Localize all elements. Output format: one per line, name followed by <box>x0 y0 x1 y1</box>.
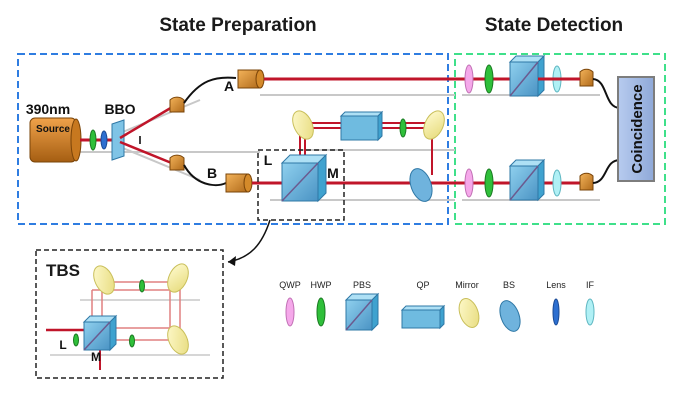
bs-icon <box>499 300 521 332</box>
detection-b-optics <box>464 158 594 202</box>
mirror-icon <box>458 298 480 328</box>
collimator-b <box>225 173 253 193</box>
source-wavelength: 390nm <box>26 101 70 117</box>
tbs-hwp <box>399 118 407 138</box>
legend-pbs-label: PBS <box>353 280 371 290</box>
qp-icon <box>400 304 446 330</box>
tbs-mirror-right <box>423 110 445 140</box>
pbs-icon <box>344 292 380 332</box>
pump-hwp <box>89 129 97 151</box>
coincidence-label: Coincidence <box>629 84 646 173</box>
path-a-label: A <box>224 78 234 94</box>
photon-beams <box>119 104 175 166</box>
tbs-inset-diagram <box>46 263 210 370</box>
tbs-marker-l: L <box>264 152 273 168</box>
tbs-marker-m: M <box>327 165 339 181</box>
hwp-icon <box>316 297 326 327</box>
if-icon <box>585 298 595 326</box>
detection-a-optics <box>464 54 594 98</box>
laser-source: 390nm Source <box>26 101 82 163</box>
source-label: Source <box>36 124 70 135</box>
fiber-a <box>183 76 237 104</box>
bbo-label: BBO <box>104 101 135 117</box>
legend-mirror-label: Mirror <box>455 280 479 290</box>
inset-marker-m: M <box>91 350 101 364</box>
coincidence-unit: Coincidence <box>617 76 655 182</box>
state-detection-title: State Detection <box>485 15 623 36</box>
state-detection-box <box>454 53 666 225</box>
inset-arrow-head <box>228 256 236 266</box>
bbo-crystal <box>111 119 125 161</box>
legend-bs-label: BS <box>503 280 515 290</box>
state-preparation-box <box>17 53 449 225</box>
state-preparation-title: State Preparation <box>159 15 316 36</box>
coupler-b-input <box>169 154 185 171</box>
lens-icon <box>552 298 560 326</box>
tbs-inset-box <box>35 249 224 379</box>
tbs-qp <box>339 110 384 142</box>
mirror-b <box>409 168 433 202</box>
tbs-highlight-box <box>257 149 345 221</box>
legend-qwp-label: QWP <box>279 280 301 290</box>
inset-arrow <box>227 219 271 263</box>
qwp-icon <box>285 297 295 327</box>
fiber-to-coincidence-a <box>592 78 621 109</box>
legend: QWP HWP PBS QP Mirror BS Lens IF <box>279 280 595 332</box>
legend-qp-label: QP <box>416 280 429 290</box>
legend-lens-label: Lens <box>546 280 566 290</box>
path-b-label: B <box>207 165 217 181</box>
pump-lens <box>100 130 108 150</box>
tbs-inset-title: TBS <box>46 261 80 280</box>
tbs-pbs <box>280 153 328 203</box>
tbs-mirror-left <box>292 110 314 140</box>
fiber-to-coincidence-b <box>592 159 621 184</box>
coupler-a-input <box>169 96 185 113</box>
inset-marker-l: L <box>59 338 66 352</box>
collimator-a <box>237 69 265 89</box>
legend-hwp-label: HWP <box>311 280 332 290</box>
fiber-b <box>183 164 227 187</box>
legend-if-label: IF <box>586 280 595 290</box>
